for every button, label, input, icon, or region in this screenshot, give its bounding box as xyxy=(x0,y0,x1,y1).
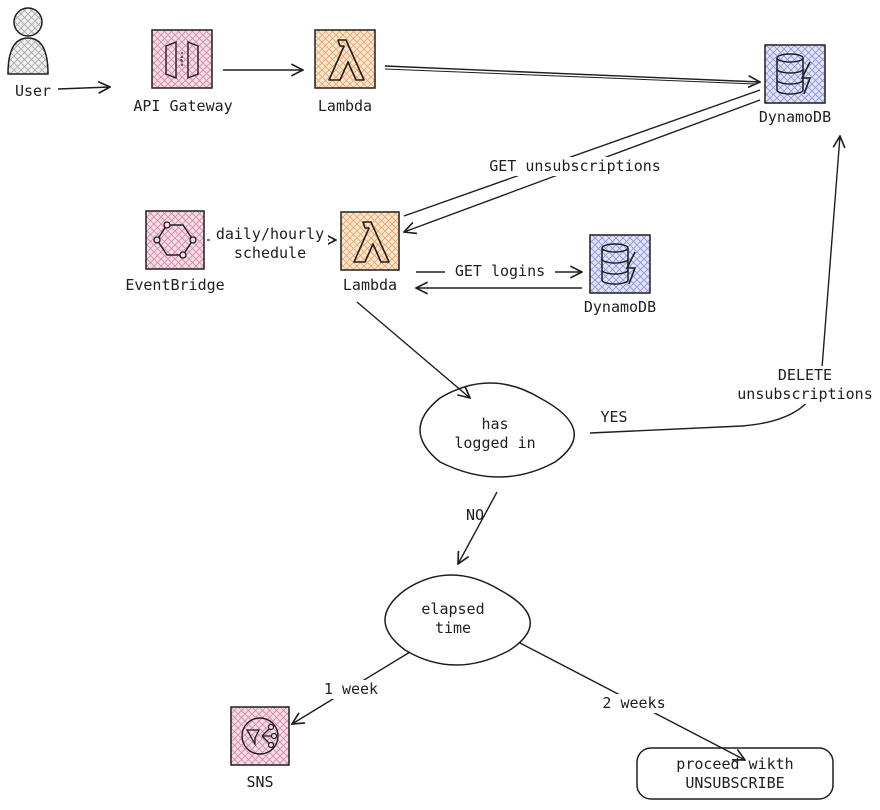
edge-lambda-mid-to-dynamodb xyxy=(403,89,761,217)
decision-elapsed-text: elapsed time xyxy=(403,600,503,638)
delete-unsubscriptions-label: DELETE unsubscriptions xyxy=(733,366,877,404)
sns-icon xyxy=(230,706,290,766)
unsubscribe-box xyxy=(636,747,834,800)
elapsed-line2: time xyxy=(434,619,472,637)
eventbridge-icon xyxy=(145,210,205,270)
api-gateway-icon xyxy=(151,29,213,89)
lambda-top-label: Lambda xyxy=(317,97,373,115)
user-label: User xyxy=(14,82,52,100)
unsubscribe-line1: proceed wikth xyxy=(676,755,794,773)
elapsed-line1: elapsed xyxy=(421,600,485,618)
unsubscribe-box-text: proceed wikth UNSUBSCRIBE xyxy=(640,755,830,793)
delete-line2: unsubscriptions xyxy=(737,385,873,403)
dynamodb-mid-label: DynamoDB xyxy=(583,298,657,316)
two-weeks-label: 2 weeks xyxy=(594,694,674,713)
dynamodb-mid-icon xyxy=(589,234,651,294)
decision-logged-in-shape xyxy=(419,382,575,478)
lambda-mid-icon xyxy=(340,211,400,271)
lambda-mid-label: Lambda xyxy=(342,276,398,294)
dynamodb-top-label: DynamoDB xyxy=(758,108,832,126)
schedule-line2: schedule xyxy=(233,244,307,262)
edge-lambda-to-decision xyxy=(356,301,470,398)
lambda-top-icon xyxy=(314,29,376,89)
user-icon xyxy=(7,7,49,75)
edge-no xyxy=(458,491,498,564)
schedule-line1: daily/hourly xyxy=(215,225,325,243)
edge-user-to-apigw xyxy=(57,87,110,89)
get-unsubscriptions-label: GET unsubscriptions xyxy=(470,157,680,176)
decision-elapsed-shape xyxy=(384,574,531,666)
edge-lambda-to-dynamodb-2 xyxy=(384,68,756,85)
unsubscribe-line2: UNSUBSCRIBE xyxy=(685,774,785,792)
sns-label: SNS xyxy=(246,773,274,791)
yes-label: YES xyxy=(600,408,628,426)
delete-line1: DELETE xyxy=(777,366,833,384)
edge-lambda-to-dynamodb xyxy=(384,65,760,82)
dynamodb-top-icon xyxy=(764,44,826,104)
api-gateway-label: API Gateway xyxy=(133,97,233,115)
get-logins-label: GET logins xyxy=(445,262,555,281)
no-label: NO xyxy=(465,506,485,524)
logged-in-line2: logged in xyxy=(454,434,536,452)
schedule-label: daily/hourly schedule xyxy=(212,225,328,263)
one-week-label: 1 week xyxy=(316,680,386,699)
eventbridge-label: EventBridge xyxy=(125,276,225,294)
logged-in-line1: has xyxy=(481,415,509,433)
decision-logged-in-text: has logged in xyxy=(440,415,550,453)
